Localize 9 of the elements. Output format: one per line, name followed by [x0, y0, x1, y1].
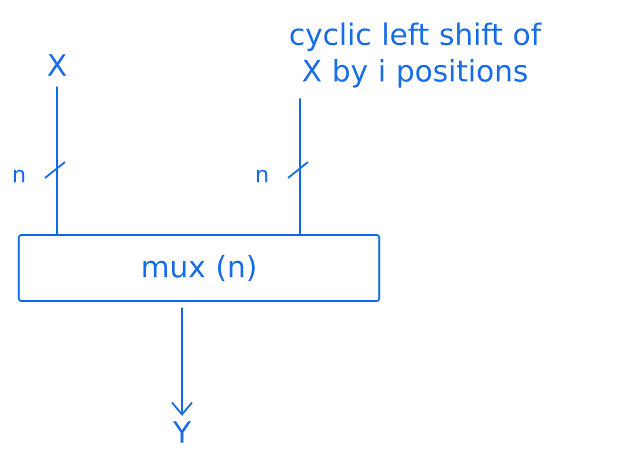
connector-line — [56, 86, 58, 234]
variable-label: X — [48, 54, 66, 76]
edge-label: n — [256, 170, 268, 182]
mux-box: mux (n) — [18, 234, 380, 302]
note-text: cyclic left shift of X by i positions — [290, 22, 542, 88]
edge-label: n — [14, 170, 24, 182]
variable-label: Y — [172, 421, 192, 443]
arrow — [171, 308, 193, 416]
connector-line — [299, 98, 301, 234]
